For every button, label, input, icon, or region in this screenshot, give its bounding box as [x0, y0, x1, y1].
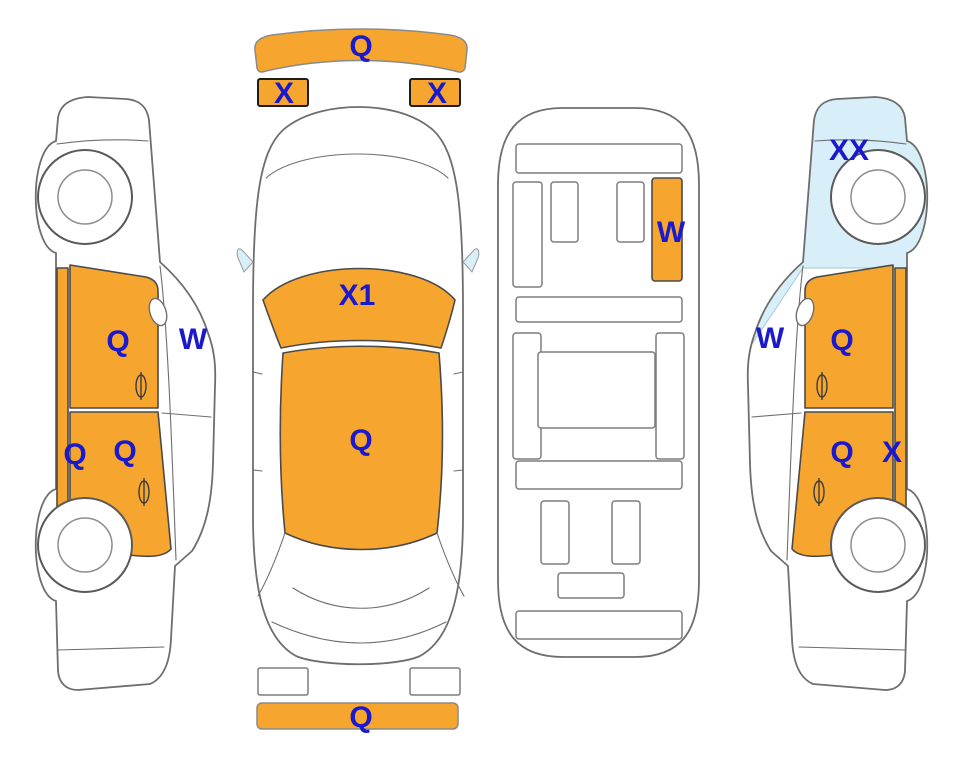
handle-oval: [816, 374, 828, 398]
trunk-seam-top: [271, 621, 447, 644]
mirror-left-top: [236, 248, 254, 273]
view-top: [236, 28, 480, 730]
right-headlight: [409, 78, 461, 107]
floor-pan-center: [537, 351, 656, 429]
code-left-rear-door: Q: [113, 435, 136, 468]
rear-wheel-right: [830, 497, 926, 593]
view-right-side: [746, 96, 929, 691]
rear-rail-right: [611, 500, 641, 565]
rear-bumper-seam-left: [57, 646, 165, 651]
rocker-panel-left: [56, 267, 69, 533]
front-door-handle-right: [816, 372, 828, 400]
code-front-bumper: Q: [349, 30, 372, 63]
code-right-rocker: X: [882, 436, 902, 469]
front-crossmember: [515, 143, 683, 174]
wheel-hub: [850, 169, 906, 225]
handle-oval: [813, 480, 825, 504]
rear-bumper-seam-right: [798, 646, 906, 651]
code-left-front-window: W: [179, 323, 208, 356]
mid-crossmember: [515, 296, 683, 323]
code-roof: Q: [349, 424, 372, 457]
code-right-headlight: X: [427, 77, 447, 110]
front-door-right: [804, 264, 894, 409]
front-bumper-top: [254, 28, 468, 73]
code-windshield: X1: [339, 279, 376, 312]
code-right-front-door: Q: [830, 324, 853, 357]
door-seam-left-b: [252, 469, 263, 472]
b-pillar-line-right: [751, 412, 802, 418]
code-right-rear-door: Q: [830, 436, 853, 469]
damage-codes: Q W Q Q Q X X X1 Q Q W XX W Q Q X: [63, 30, 902, 734]
code-left-headlight: X: [274, 77, 294, 110]
front-member-a: [550, 181, 579, 243]
handle-oval: [138, 480, 150, 504]
rocker-panel-right: [894, 267, 907, 533]
door-seam-right-a: [453, 371, 464, 375]
front-door-left: [69, 264, 159, 409]
front-member-b: [616, 181, 645, 243]
side-rail-left: [512, 332, 542, 460]
code-rear-bumper: Q: [349, 701, 372, 734]
handle-oval: [135, 374, 147, 398]
belt-line-right: [786, 265, 804, 561]
rear-bumper-top: [256, 702, 459, 730]
rear-rail-left: [540, 500, 570, 565]
side-rail-right: [655, 332, 685, 460]
door-seam-left-a: [252, 371, 263, 375]
mirror-right-top: [462, 248, 480, 273]
wheel-hub: [57, 517, 113, 573]
belt-line-left: [159, 265, 177, 561]
rear-door-handle-left: [138, 478, 150, 506]
front-wheel-left: [37, 149, 133, 245]
c-pillar-right-top: [436, 532, 465, 597]
front-wheel-right: [830, 149, 926, 245]
hood-seam-top: [265, 153, 449, 179]
rear-lamp-left-top: [257, 667, 309, 696]
front-bumper-seam-left: [56, 139, 149, 145]
rear-member-small: [557, 572, 625, 599]
windshield-area-top: [262, 267, 456, 349]
underside-highlight-part: [651, 177, 683, 282]
side-mirror-right: [795, 297, 815, 327]
side-mirror-left: [148, 297, 168, 327]
view-underside: [497, 107, 700, 658]
front-bumper-seam-right: [814, 139, 907, 145]
code-right-front-window: W: [756, 322, 785, 355]
door-seam-right-b: [453, 469, 464, 472]
c-pillar-left-top: [257, 532, 286, 597]
rear-crossmember-a: [515, 460, 683, 490]
front-door-handle-left: [135, 372, 147, 400]
front-rail-left: [512, 181, 543, 288]
left-headlight: [257, 78, 309, 107]
rear-wheel-left: [37, 497, 133, 593]
code-left-rocker: Q: [63, 438, 86, 471]
code-left-front-door: Q: [106, 325, 129, 358]
wheel-hub: [57, 169, 113, 225]
wheel-hub: [850, 517, 906, 573]
rear-crossmember-b: [515, 610, 683, 640]
b-pillar-line-left: [161, 412, 212, 418]
rear-lamp-right-top: [409, 667, 461, 696]
rear-window-edge-top: [292, 587, 430, 609]
code-underside-part: W: [657, 216, 686, 249]
view-left-side: [34, 96, 217, 691]
code-right-front-glass: XX: [829, 134, 869, 167]
rear-door-handle-right: [813, 478, 825, 506]
car-body-right: [746, 96, 929, 691]
